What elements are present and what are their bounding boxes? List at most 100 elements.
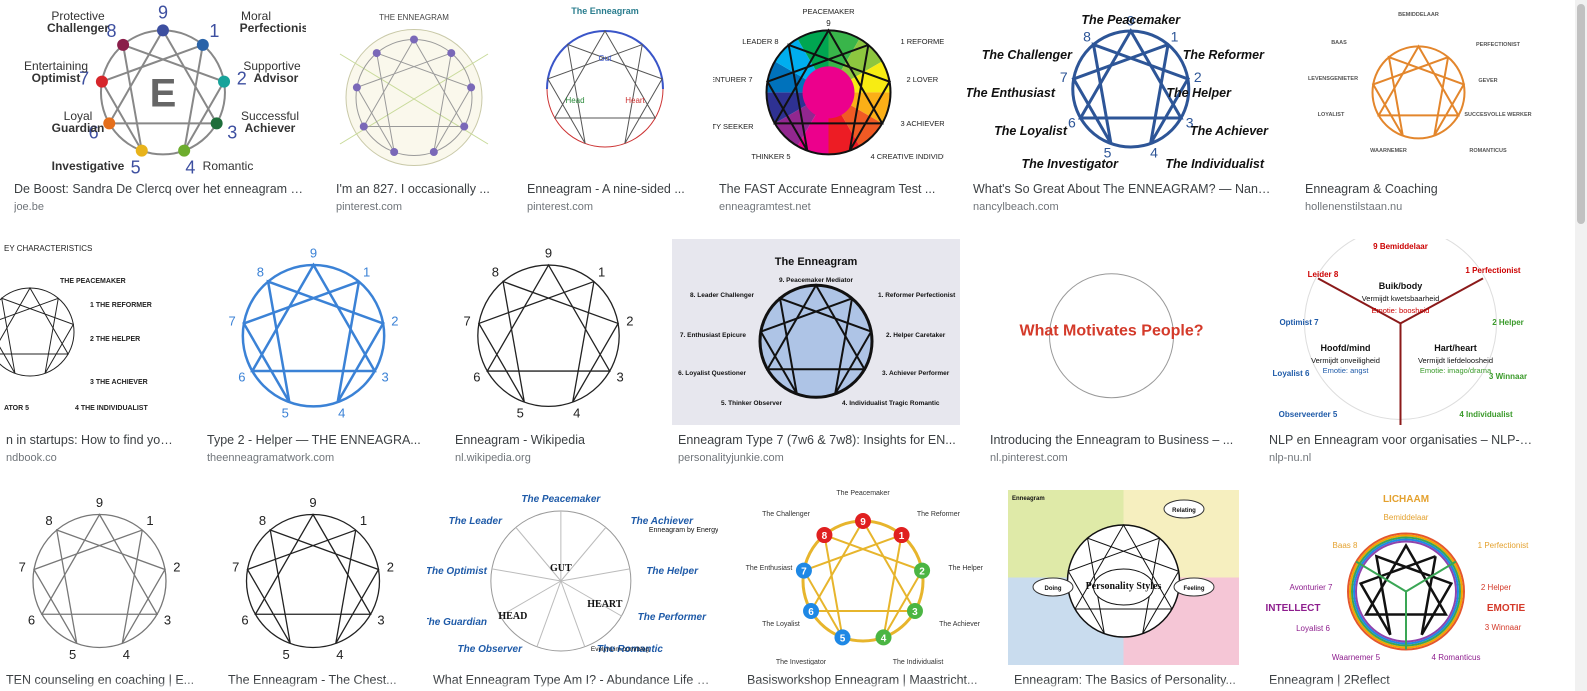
point-number: 5	[282, 406, 289, 421]
enneagram-triangle	[362, 38, 466, 127]
type-label: 9 Bemiddelaar	[1373, 242, 1428, 251]
result-source[interactable]: personalityjunkie.com	[678, 452, 784, 464]
type-label: The Enthusiast	[746, 565, 793, 572]
result-source[interactable]: pinterest.com	[527, 201, 594, 213]
result-title[interactable]: What's So Great About The ENNEAGRAM? — N…	[973, 182, 1274, 196]
zone-label: Buik/body	[1379, 281, 1423, 291]
result-source[interactable]: ndbook.co	[6, 452, 57, 464]
zone-label: Emotie: angst	[1323, 366, 1370, 375]
result-title[interactable]: Type 2 - Helper — THE ENNEAGRA...	[207, 433, 421, 447]
point-number: 6	[1068, 115, 1076, 131]
result-title[interactable]: Enneagram & Coaching	[1305, 182, 1438, 196]
zone-label: Vermijdt liefdeloosheid	[1418, 356, 1493, 365]
result-source[interactable]: hollenenstilstaan.nu	[1305, 201, 1403, 213]
point-number: 5	[69, 647, 76, 662]
point-number: 3	[164, 613, 171, 628]
enneagram-image: BEMIDDELAARPERFECTIONISTGEVERSUCCESVOLLE…	[1299, 4, 1538, 174]
enneagram-triangle	[40, 513, 159, 615]
enneagram-triangle	[773, 28, 884, 125]
type-label: The Loyalist	[762, 621, 800, 628]
result-source[interactable]: enneagramtest.net	[719, 201, 811, 213]
result-title[interactable]: What Enneagram Type Am I? - Abundance Li…	[433, 673, 716, 687]
result-source[interactable]: pinterest.com	[336, 201, 403, 213]
enneagram-triangle	[107, 28, 219, 125]
point-number: 9	[310, 245, 317, 260]
type-label: The Investigator	[1021, 157, 1119, 171]
result-title[interactable]: Enneagram - A nine-sided ...	[527, 182, 685, 196]
result-source[interactable]: joe.be	[14, 201, 44, 213]
result-title[interactable]: Introducing the Enneagram to Business – …	[990, 433, 1234, 447]
result-title[interactable]: I'm an 827. I occasionally ...	[336, 182, 490, 196]
type-label: SECURITY SEEKER	[713, 122, 754, 131]
point-number: 2	[387, 560, 394, 575]
result-source[interactable]: nl.wikipedia.org	[455, 452, 531, 464]
result-title[interactable]: Enneagram: The Basics of Personality...	[1014, 673, 1236, 687]
type-label: BAAS	[1331, 40, 1347, 46]
type-label: The Individualist	[893, 659, 944, 665]
enneagram-triangle	[1376, 44, 1461, 117]
point-number: 1	[1171, 29, 1179, 45]
result-source[interactable]: nancylbeach.com	[973, 201, 1059, 213]
type-label: 4 Romanticus	[1432, 653, 1481, 662]
result-source[interactable]: theenneagramatwork.com	[207, 452, 335, 464]
result-thumbnail[interactable]: THE ENNEAGRAM	[330, 4, 498, 174]
scrollbar-thumb[interactable]	[1577, 4, 1585, 224]
type-label: 2. Helper Caretaker	[886, 332, 946, 339]
result-title[interactable]: The Enneagram - The Chest...	[228, 673, 397, 687]
type-label: 1 THE REFORMER	[90, 302, 152, 309]
heart-label: Heart	[625, 96, 645, 105]
enneagram-triangle	[809, 518, 917, 612]
point-number: 6	[238, 369, 245, 384]
result-title[interactable]: n in startups: How to find you...	[6, 433, 175, 447]
result-source[interactable]: nlp-nu.nl	[1269, 452, 1312, 464]
point-number: 9	[860, 517, 866, 528]
zone-label: Emotie: imago/drama	[1420, 366, 1492, 375]
result-title[interactable]: Enneagram | 2Reflect	[1269, 673, 1390, 687]
result-title[interactable]: Basisworkshop Enneagram | Maastricht...	[747, 673, 978, 687]
credit: EvelynLim.com/blog	[591, 646, 650, 653]
personality-styles: Personality Styles	[1086, 581, 1162, 592]
result-title[interactable]: The FAST Accurate Enneagram Test ...	[719, 182, 936, 196]
type-label: The Achiever	[1190, 124, 1269, 138]
result-source[interactable]: nl.pinterest.com	[990, 452, 1068, 464]
scrollbar[interactable]	[1575, 0, 1587, 691]
point-number: 9	[158, 4, 168, 22]
point-number: 5	[517, 406, 524, 421]
result-title[interactable]: NLP en Enneagram voor organisaties – NLP…	[1269, 433, 1536, 447]
heading: EY CHARACTERISTICS	[4, 244, 92, 253]
result-thumbnail[interactable]: What Motivates People?	[984, 239, 1239, 425]
type-label: The Guardian	[427, 617, 487, 628]
result-title[interactable]: Enneagram Type 7 (7w6 & 7w8): Insights f…	[678, 433, 956, 447]
result-title[interactable]: De Boost: Sandra De Clercq over het enne…	[14, 182, 304, 196]
heading: THE ENNEAGRAM	[379, 13, 449, 22]
result-title[interactable]: Enneagram - Wikipedia	[455, 433, 585, 447]
center-letter-e: E	[150, 71, 177, 115]
result-title[interactable]: TEN counseling en coaching | E...	[6, 673, 195, 687]
gut-label: Gut	[599, 54, 613, 63]
enneagram-hexad	[33, 529, 166, 644]
type-label: The Reformer	[1183, 48, 1265, 62]
type-caption: Protective	[51, 9, 105, 23]
heading: The Enneagram	[775, 256, 858, 268]
